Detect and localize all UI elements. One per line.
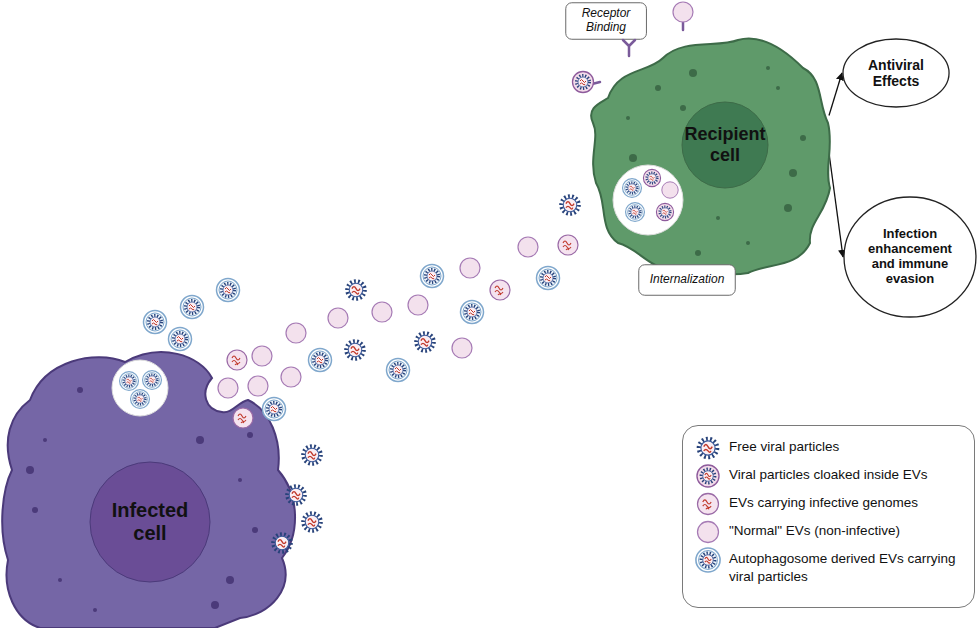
text-holder: Recipient cell: [683, 124, 767, 165]
legend-sample: [691, 518, 725, 546]
text-holder: Infection enhancement and immune evasion: [843, 196, 977, 318]
ev-particles: [144, 2, 694, 552]
legend-sample: [691, 462, 725, 490]
cell-label: Infected cell: [100, 499, 200, 545]
text-holder: Antiviral Effects: [842, 38, 950, 108]
legend-sample: [691, 434, 725, 462]
outcome-ellipse: Antiviral Effects: [842, 38, 950, 108]
text-holder: Receptor Binding: [565, 2, 647, 40]
outcome-label: Antiviral Effects: [856, 57, 936, 89]
process-label: Receptor Binding: [569, 7, 643, 35]
legend-row: Viral particles cloaked inside EVs: [683, 466, 973, 484]
legend-label: EVs carrying infective genomes: [729, 494, 965, 512]
legend-row: Free viral particles: [683, 438, 973, 456]
infected-cell: Infected cell: [0, 330, 302, 628]
legend-row: EVs carrying infective genomes: [683, 494, 973, 512]
label-box: Receptor Binding: [565, 2, 647, 40]
legend-row: "Normal" EVs (non-infective): [683, 522, 973, 540]
cell-label: Recipient cell: [683, 124, 767, 165]
recipient-cell: Recipient cell: [588, 28, 832, 278]
text-holder: Internalization: [638, 264, 736, 296]
legend-box: Free viral particlesViral particles cloa…: [682, 425, 975, 608]
outcome-label: Infection enhancement and immune evasion: [860, 227, 959, 287]
legend-label: Free viral particles: [729, 438, 965, 456]
outcome-ellipse: Infection enhancement and immune evasion: [843, 196, 977, 318]
label-box: Internalization: [638, 264, 736, 296]
text-holder: Infected cell: [100, 499, 200, 545]
legend-sample: [691, 546, 725, 574]
receptor-symbol: [592, 22, 683, 84]
arrow-connector: [829, 153, 843, 257]
legend-label: Viral particles cloaked inside EVs: [729, 466, 965, 484]
legend-row: Autophagosome derived EVs carrying viral…: [683, 550, 973, 585]
process-label: Internalization: [650, 273, 725, 287]
legend-label: Autophagosome derived EVs carrying viral…: [729, 550, 965, 585]
arrow-connector: [829, 73, 842, 116]
legend-sample: [691, 490, 725, 518]
legend-label: "Normal" EVs (non-infective): [729, 522, 965, 540]
cell-outline: [0, 330, 302, 628]
